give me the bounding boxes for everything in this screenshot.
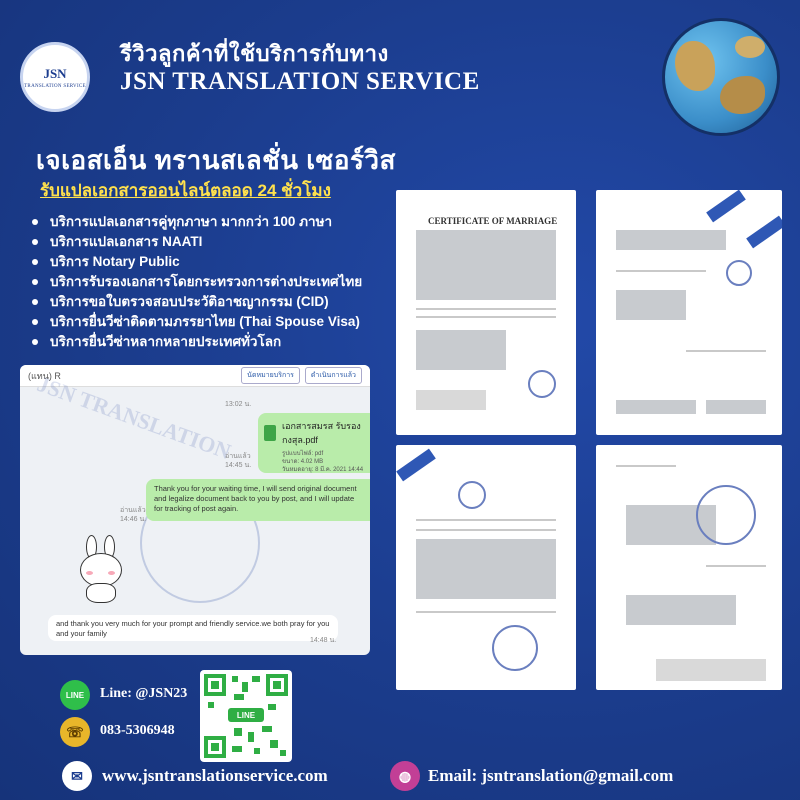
translated-document — [596, 445, 782, 690]
message-time: 13:02 น. — [225, 401, 252, 408]
read-receipt: อ่านแล้ว — [225, 453, 251, 460]
document-title: CERTIFICATE OF MARRIAGE — [428, 216, 558, 226]
service-item: บริการรับรองเอกสารโดยกระทรวงการต่างประเท… — [32, 272, 362, 292]
bullet-icon — [32, 239, 38, 245]
line-app-icon[interactable]: LINE — [60, 680, 90, 710]
file-expire: วันหมดอายุ: 8 มี.ค. 2021 14:44 — [282, 467, 364, 473]
logo-text: JSN — [43, 65, 67, 81]
qr-line-label: LINE — [228, 708, 264, 722]
company-name-thai: เจเอสเอ็น ทรานสเลชั่น เซอร์วิส — [36, 145, 396, 175]
line-id[interactable]: Line: @JSN23 — [100, 686, 188, 701]
appointment-button[interactable]: นัดหมายบริการ — [241, 367, 300, 384]
marriage-certificate-document: CERTIFICATE OF MARRIAGE — [396, 190, 576, 435]
file-type: รูปแบบไฟล์: pdf — [282, 451, 324, 457]
mail-icon[interactable]: ✉ — [62, 761, 92, 791]
file-message[interactable]: เอกสารสมรส รับรองกงสุล.pdf รูปแบบไฟล์: p… — [258, 413, 370, 473]
service-item: บริการแปลเอกสาร NAATI — [32, 232, 362, 252]
bullet-icon — [32, 339, 38, 345]
service-item: บริการแปลเอกสารคู่ทุกภาษา มากกว่า 100 ภา… — [32, 212, 362, 232]
line-qr-code[interactable]: LINE — [200, 670, 292, 762]
bullet-icon — [32, 259, 38, 265]
service-item: บริการ Notary Public — [32, 252, 362, 272]
logo-subtext: TRANSLATION SERVICE — [24, 83, 86, 89]
thai-registration-document — [396, 445, 576, 690]
globe-icon — [662, 18, 780, 136]
service-item: บริการยื่นวีซ่าติดตามภรรยาไทย (Thai Spou… — [32, 312, 362, 332]
web-globe-icon[interactable]: ◍ — [390, 761, 420, 791]
incoming-message: and thank you very much for your prompt … — [48, 615, 338, 641]
status-button[interactable]: ดำเนินการแล้ว — [304, 367, 362, 384]
bullet-icon — [32, 219, 38, 225]
email-address[interactable]: Email: jsntranslation@gmail.com — [428, 766, 674, 785]
services-list: บริการแปลเอกสารคู่ทุกภาษา มากกว่า 100 ภา… — [32, 212, 362, 352]
bullet-icon — [32, 279, 38, 285]
message-time: 14:46 น. — [120, 516, 147, 523]
chat-contact-name: (แทน) R — [28, 370, 61, 381]
file-icon — [264, 425, 276, 441]
message-time: 14:48 น. — [310, 637, 337, 644]
outgoing-message: Thank you for your waiting time, I will … — [146, 479, 370, 521]
read-receipt: อ่านแล้ว — [120, 507, 146, 514]
bullet-icon — [32, 319, 38, 325]
header-title-thai: รีวิวลูกค้าที่ใช้บริการกับทาง — [120, 41, 389, 66]
service-item: บริการขอใบตรวจสอบประวัติอาชญากรรม (CID) — [32, 292, 362, 312]
phone-icon[interactable]: ☏ — [60, 717, 90, 747]
file-size: ขนาด: 4.02 MB — [282, 459, 324, 465]
chat-header: (แทน) R นัดหมายบริการ ดำเนินการแล้ว — [20, 365, 370, 387]
header-title-english: JSN TRANSLATION SERVICE — [120, 68, 480, 95]
tagline: รับแปลเอกสารออนไลน์ตลอด 24 ชั่วโมง — [40, 181, 331, 200]
company-logo: JSN TRANSLATION SERVICE — [20, 42, 90, 112]
chat-screenshot: (แทน) R นัดหมายบริการ ดำเนินการแล้ว JSN … — [20, 365, 370, 655]
message-time: 14:45 น. — [225, 462, 252, 469]
phone-number[interactable]: 083-5306948 — [100, 723, 175, 738]
bullet-icon — [32, 299, 38, 305]
service-item: บริการยื่นวีซ่าหลากหลายประเทศทั่วโลก — [32, 332, 362, 352]
website-link[interactable]: www.jsntranslationservice.com — [102, 766, 328, 785]
legalized-document — [596, 190, 782, 435]
bunny-sticker-icon — [70, 535, 130, 605]
file-name: เอกสารสมรส รับรองกงสุล.pdf — [282, 421, 361, 445]
